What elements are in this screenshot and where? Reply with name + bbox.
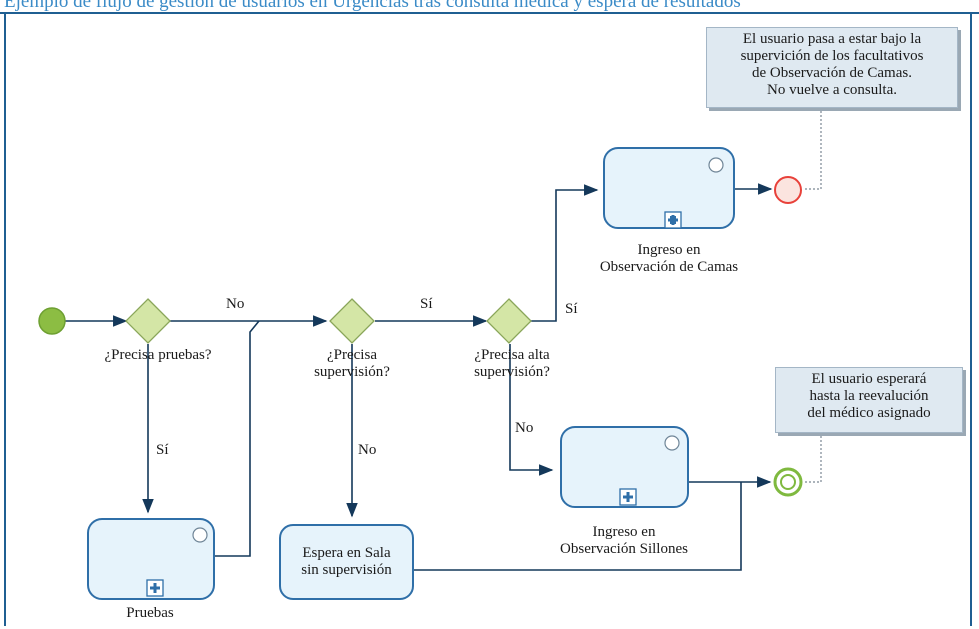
association-camas-note: [805, 108, 822, 190]
gateway-pruebas: [125, 298, 171, 344]
edge-label-supervision-no: No: [358, 442, 377, 458]
start-event: [38, 307, 66, 335]
edge-label-pruebas-si: Sí: [156, 442, 169, 458]
annotation-sillones: El usuario esperará hasta la reevalución…: [775, 367, 963, 433]
task-pruebas-label: Pruebas: [126, 605, 174, 621]
flow-alta-no-to-sillones: [509, 344, 554, 476]
edge-label-pruebas-no: No: [226, 296, 245, 312]
flow-alta-si-to-camas: [531, 184, 599, 322]
task-pruebas: [87, 518, 215, 600]
edge-label-alta-no: No: [515, 420, 534, 436]
flow-espera-to-wait-end: [414, 482, 742, 571]
association-sillones-note: [805, 434, 822, 483]
task-sillones-label: Ingreso en Observación Sillones: [560, 524, 688, 557]
end-event-wait: [773, 467, 803, 497]
end-event-terminate: [774, 176, 802, 204]
task-pruebas-marker-icon: [192, 527, 208, 543]
task-espera: Espera en Sala sin supervisión: [279, 524, 414, 600]
figure-caption: Ejemplo de flujo de gestión de usuarios …: [4, 0, 741, 11]
gateway-alta: [486, 298, 532, 344]
task-sillones: [560, 426, 689, 508]
gateway-pruebas-label: ¿Precisa pruebas?: [104, 347, 212, 363]
task-camas-marker-icon: [708, 157, 724, 173]
gateway-alta-label: ¿Precisa alta supervisión?: [474, 347, 550, 380]
gateway-supervision-label: ¿Precisa supervisión?: [314, 347, 390, 380]
task-camas: [603, 147, 735, 229]
edge-label-supervision-si: Sí: [420, 296, 433, 312]
task-camas-label: Ingreso en Observación de Camas: [599, 242, 739, 275]
annotation-camas: El usuario pasa a estar bajo la supervic…: [706, 27, 958, 108]
flow-pruebas-task-back: [214, 320, 260, 557]
task-espera-label-line1: Espera en Sala: [302, 545, 391, 561]
edge-label-alta-si: Sí: [565, 301, 578, 317]
task-espera-label-line2: sin supervisión: [301, 562, 392, 578]
task-sillones-marker-icon: [664, 435, 680, 451]
diagram-frame: [4, 12, 972, 626]
gateway-supervision: [329, 298, 375, 344]
